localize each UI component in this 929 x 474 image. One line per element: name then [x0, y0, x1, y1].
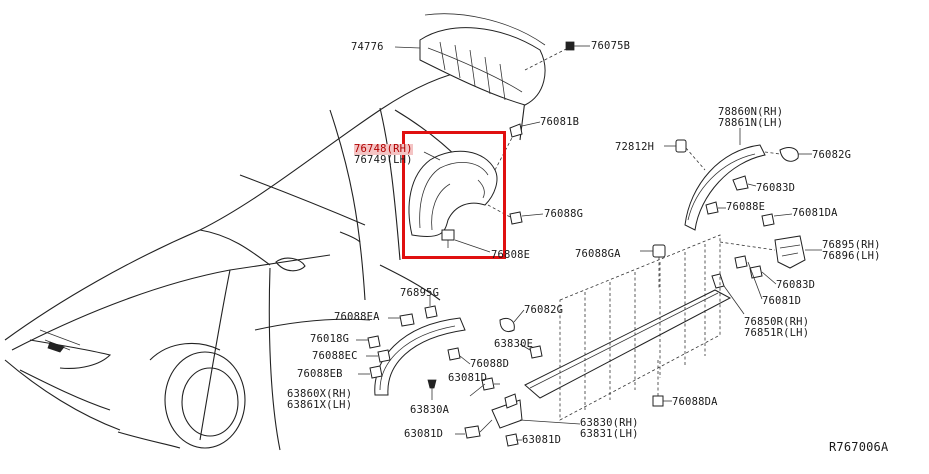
part-label-63830e: 63830E	[494, 338, 534, 350]
part-label-63861x: 63861X(LH)	[287, 399, 353, 411]
part-label-76081d: 76081D	[762, 295, 802, 307]
part-label-76088ga: 76088GA	[575, 248, 621, 260]
part-label-63830: 63830(RH)	[580, 417, 639, 429]
roof-spoiler	[394, 13, 590, 106]
part-label-63081d-bottom: 63081D	[522, 434, 562, 446]
part-label-76895: 76895(RH)	[822, 239, 881, 251]
part-label-63830a: 63830A	[410, 404, 450, 416]
part-label-76081da: 76081DA	[792, 207, 838, 219]
rear-bracket	[719, 213, 822, 300]
part-label-76088ea: 76088EA	[334, 311, 380, 323]
part-label-76083d-rear: 76083D	[756, 182, 796, 194]
part-label-76808e: 76808E	[491, 249, 531, 261]
part-label-63831: 63831(LH)	[580, 428, 639, 440]
part-label-76082g-rear: 76082G	[812, 149, 852, 161]
part-label-76088eb: 76088EB	[297, 368, 343, 380]
part-label-76896: 76896(LH)	[822, 250, 881, 262]
part-label-63081d-left: 63081D	[404, 428, 444, 440]
fender-liner	[408, 121, 544, 253]
part-label-76895g: 76895G	[400, 287, 440, 299]
side-sill	[524, 234, 745, 421]
part-label-76075b: 76075B	[591, 40, 631, 52]
part-label-76018g: 76018G	[310, 333, 350, 345]
part-label-76082g-front: 76082G	[524, 304, 564, 316]
part-label-76088e-rear: 76088E	[726, 201, 766, 213]
part-label-76083d-bracket: 76083D	[776, 279, 816, 291]
part-label-76749: 76749(LH)	[354, 154, 413, 166]
part-label-63860x: 63860X(RH)	[287, 388, 353, 400]
vehicle-outline	[4, 68, 526, 451]
part-label-72812h: 72812H	[615, 141, 655, 153]
part-label-74776: 74776	[351, 41, 384, 53]
highlight-box	[402, 131, 506, 259]
part-label-76088g: 76088G	[544, 208, 584, 220]
part-label-78861n: 78861N(LH)	[718, 117, 784, 129]
rear-wheel-arch	[664, 128, 812, 231]
part-label-76850r: 76850R(RH)	[744, 316, 810, 328]
part-label-76088d: 76088D	[470, 358, 510, 370]
part-label-76088da: 76088DA	[672, 396, 718, 408]
part-label-63081d-mid: 63081D	[448, 372, 488, 384]
part-label-76748: 76748(RH)	[354, 143, 413, 155]
part-label-76851r: 76851R(LH)	[744, 327, 810, 339]
front-wheel-arch	[356, 296, 581, 447]
part-label-76088ec: 76088EC	[312, 350, 358, 362]
part-label-78860n: 78860N(RH)	[718, 106, 784, 118]
reference-code: R767006A	[829, 440, 889, 454]
part-label-76081b: 76081B	[540, 116, 580, 128]
